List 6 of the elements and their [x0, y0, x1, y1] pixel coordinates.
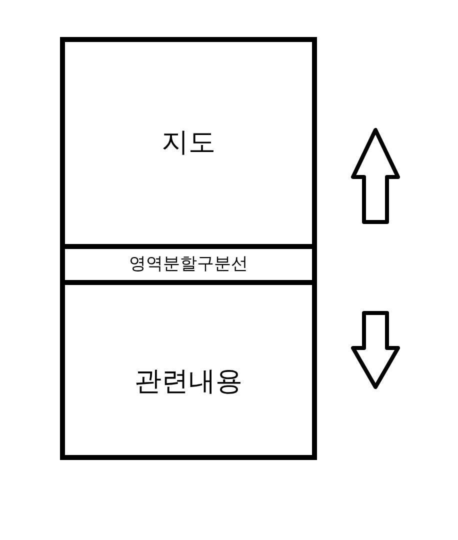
- divider-bar: [60, 244, 317, 285]
- content-panel: [60, 285, 317, 460]
- panel-title: 지도: [162, 127, 216, 159]
- panel-title: 관련내용: [134, 366, 242, 398]
- map-panel: [60, 37, 317, 244]
- divider-label: 영역분할구분선: [129, 254, 248, 274]
